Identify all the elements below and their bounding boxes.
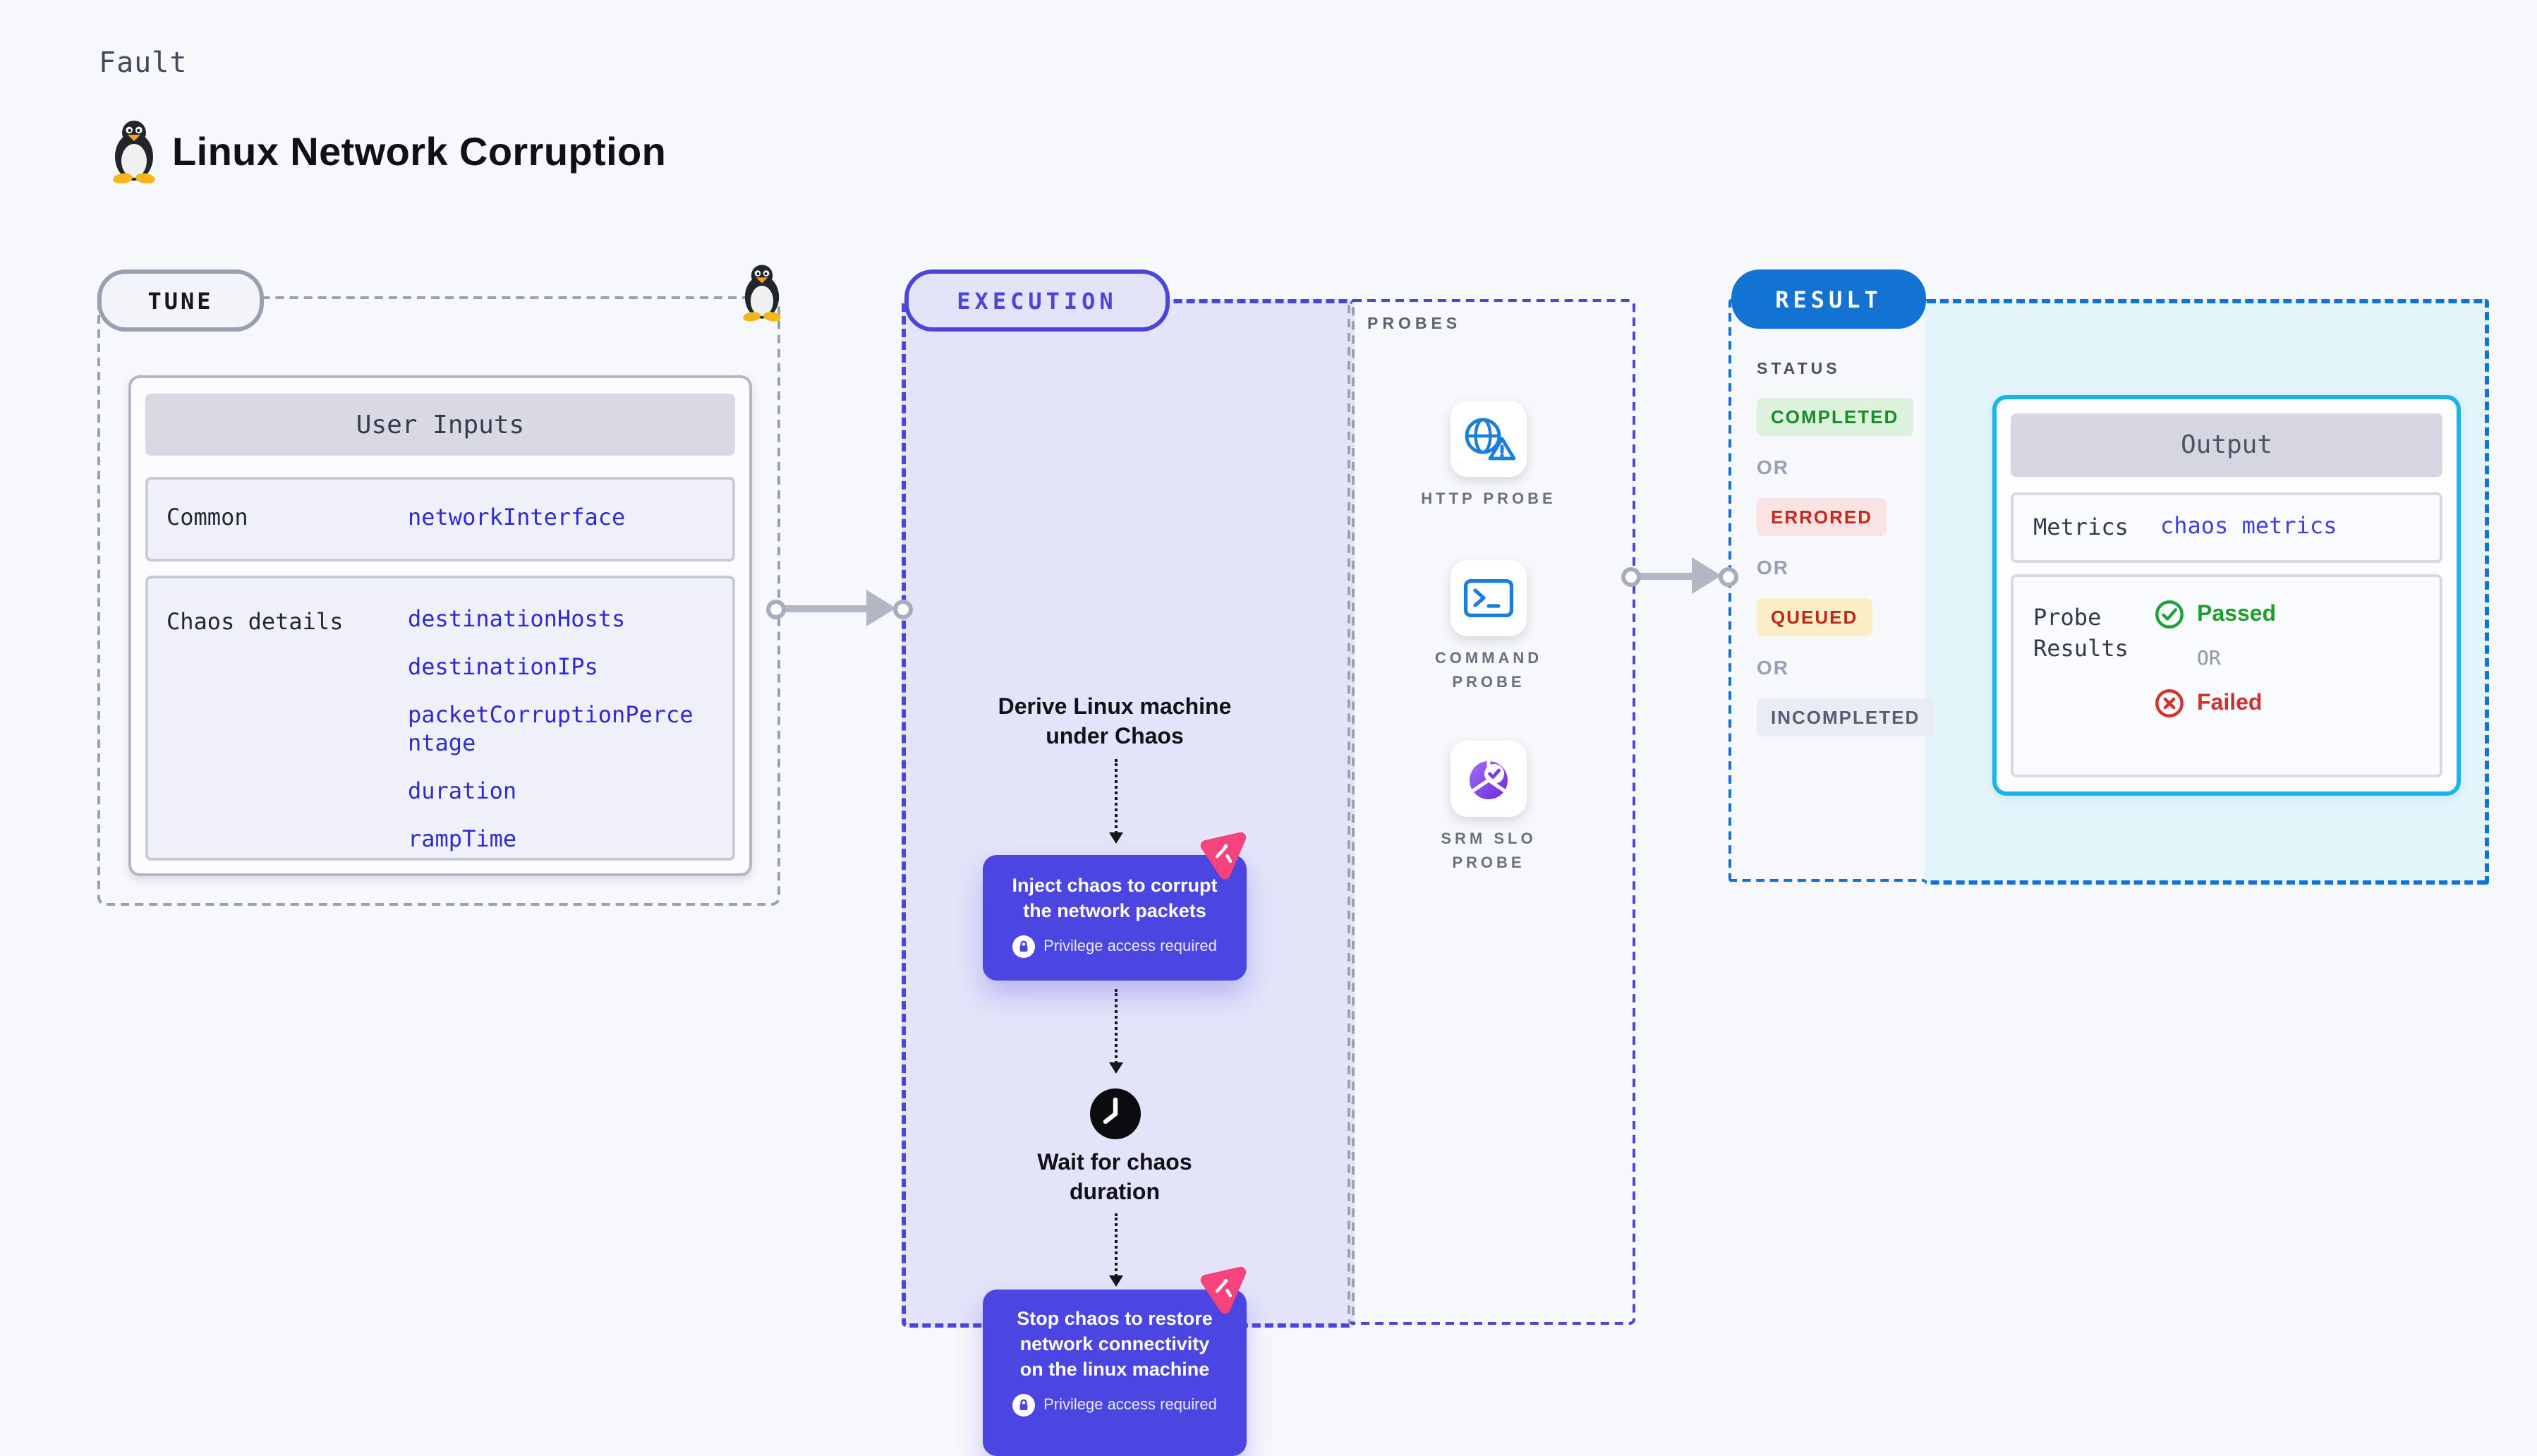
status-badge-queued: QUEUED (1757, 598, 1872, 636)
tune-badge: TUNE (97, 269, 264, 332)
probe-results-row: Probe Results Passed OR Failed (2011, 574, 2442, 777)
clock-icon (1090, 1088, 1141, 1139)
globe-alert-icon (1465, 418, 1516, 461)
metrics-row: Metrics chaos metrics (2011, 492, 2442, 563)
common-label: Common (166, 504, 248, 530)
terminal-icon (1463, 578, 1514, 617)
input-ramp-time: rampTime (408, 825, 517, 852)
input-duration: duration (408, 777, 517, 804)
tux-penguin-corner-icon (743, 265, 781, 322)
output-card: Output Metrics chaos metrics Probe Resul… (1992, 395, 2461, 796)
input-destination-hosts: destinationHosts (408, 605, 626, 632)
probes-list: HTTP PROBE COMMAND PROBE (1348, 299, 1630, 1319)
common-inputs-row: Common networkInterface (145, 477, 735, 562)
tux-penguin-icon (113, 121, 155, 183)
page-title: Linux Network Corruption (172, 130, 667, 174)
inject-chaos-card: Inject chaos to corrupt the network pack… (983, 855, 1247, 981)
x-circle-icon (2155, 689, 2184, 717)
status-badge-completed: COMPLETED (1757, 398, 1913, 436)
status-heading: STATUS (1757, 361, 1841, 378)
probe-result-passed: Passed (2155, 600, 2276, 629)
chaos-hub-pink-icon (1200, 1266, 1247, 1314)
http-probe-label: HTTP PROBE (1421, 491, 1556, 508)
stop-chaos-card: Stop chaos to restore network connectivi… (983, 1290, 1247, 1456)
execution-flow: Derive Linux machine under Chaos Inject … (902, 299, 1328, 1456)
or-separator: OR (1757, 456, 1789, 478)
output-header: Output (2011, 413, 2442, 477)
execution-badge: EXECUTION (904, 269, 1170, 332)
flow-arrow-2 (1109, 989, 1123, 1074)
command-probe-tile (1451, 560, 1527, 636)
status-list: STATUS COMPLETED OR ERRORED OR QUEUED OR… (1757, 361, 1934, 736)
or-separator: OR (2197, 648, 2221, 670)
probes-panel (1348, 299, 1635, 1325)
chaos-hub-pink-icon (1200, 832, 1247, 880)
user-inputs-header: User Inputs (145, 394, 735, 456)
inject-chaos-title: Inject chaos to corrupt the network pack… (1012, 875, 1218, 921)
chaos-details-label: Chaos details (166, 608, 344, 635)
check-circle-icon (2155, 600, 2184, 629)
privilege-note: Privilege access required (1043, 938, 1217, 955)
failed-text: Failed (2197, 691, 2263, 715)
wait-step-text: Wait for chaos duration (1037, 1151, 1192, 1205)
privilege-note: Privilege access required (1043, 1397, 1217, 1414)
lock-icon (1012, 1394, 1036, 1416)
or-separator: OR (1757, 556, 1789, 578)
lock-icon (1012, 935, 1036, 958)
passed-text: Passed (2197, 602, 2277, 626)
command-probe-label: COMMAND PROBE (1434, 650, 1543, 691)
srm-slo-probe-label: SRM SLO PROBE (1441, 831, 1537, 872)
srm-slo-probe-tile (1451, 741, 1527, 817)
user-inputs-card: User Inputs Common networkInterface Chao… (128, 375, 752, 876)
flow-arrow-1 (1109, 759, 1123, 844)
result-badge: RESULT (1731, 269, 1926, 329)
flow-arrow-3 (1109, 1213, 1123, 1287)
http-probe-tile (1451, 401, 1527, 477)
derive-step-text: Derive Linux machine under Chaos (998, 696, 1232, 749)
execution-panel (902, 299, 1355, 1328)
input-destination-ips: destinationIPs (408, 653, 598, 680)
chaos-details-row: Chaos details destinationHosts destinati… (145, 576, 735, 861)
metrics-label: Metrics (2033, 514, 2129, 540)
probe-result-failed: Failed (2155, 688, 2276, 718)
or-separator: OR (1757, 656, 1789, 679)
slo-donut-check-icon (1470, 760, 1508, 799)
metrics-value: chaos metrics (2160, 512, 2337, 539)
stop-chaos-title: Stop chaos to restore network connectivi… (1017, 1308, 1213, 1380)
input-packet-corruption-percentage: packetCorruptionPercentage (408, 701, 694, 756)
status-badge-incompleted: INCOMPLETED (1757, 698, 1934, 736)
probe-results-label: Probe Results (2033, 604, 2129, 662)
status-badge-errored: ERRORED (1757, 498, 1887, 536)
input-network-interface: networkInterface (408, 504, 626, 530)
fault-kicker: Fault (99, 45, 188, 79)
probes-heading: PROBES (1367, 316, 1462, 333)
